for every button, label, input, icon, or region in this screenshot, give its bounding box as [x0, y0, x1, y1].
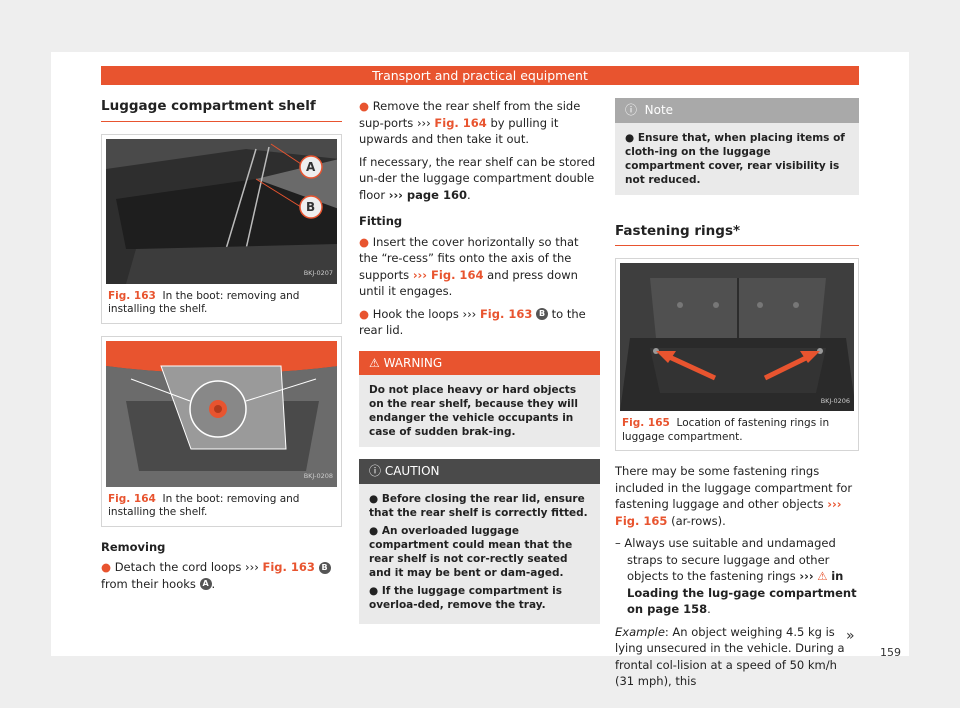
column-2: ● Remove the rear shelf from the side su…: [359, 98, 600, 624]
page-number: 159: [880, 646, 901, 659]
paragraph-text: If necessary, the rear shelf can be stor…: [359, 154, 596, 202]
storage-paragraph: If necessary, the rear shelf can be stor…: [359, 154, 600, 204]
step-text: by pulling it upwards and then take it o…: [359, 115, 559, 147]
figure-link[interactable]: ››› Fig. 164: [412, 267, 484, 282]
dash-item: – Always use suitable and undamaged stra…: [615, 535, 859, 618]
circle-label-b: B: [318, 561, 331, 574]
boot-shelf-photo: A B BKJ-0207: [106, 138, 337, 284]
note-body: ● Ensure that, when placing items of clo…: [615, 122, 859, 195]
warning-icon: ⚠: [369, 355, 380, 370]
bullet-icon: ●: [359, 234, 370, 249]
example-label: Example: [615, 624, 665, 639]
bullet-icon: ●: [359, 99, 370, 113]
figure-caption: Fig. 164 In the boot: removing and insta…: [106, 493, 337, 520]
caution-item: ● An overloaded luggage compartment coul…: [369, 524, 573, 579]
subheading-fitting: Fitting: [359, 214, 403, 228]
warning-box: ⚠ WARNING Do not place heavy or hard obj…: [359, 350, 600, 447]
warning-title: WARNING: [383, 355, 443, 370]
note-title: Note: [644, 103, 674, 117]
step-text: Detach the cord loops: [114, 560, 242, 574]
subheading-removing: Removing: [101, 539, 166, 554]
paragraph-text: There may be some fastening rings includ…: [615, 464, 853, 511]
arrow-marker: ›››: [245, 560, 259, 574]
page-link[interactable]: ››› page 160: [388, 187, 467, 202]
step-text: to the rear lid.: [359, 306, 586, 338]
step-text: from their hooks: [101, 576, 196, 591]
caption-text: In the boot: removing and installing the…: [108, 492, 300, 519]
arrow-marker: ›››: [416, 115, 431, 130]
arrow-marker: ›››: [462, 306, 477, 321]
figure-164: BKJ-0208 Fig. 164 In the boot: removing …: [101, 335, 342, 527]
image-code: BKJ-0206: [820, 396, 850, 405]
figure-link[interactable]: Fig. 164: [434, 115, 487, 130]
bullet-icon: ●: [101, 560, 112, 574]
caution-icon: ⓘ: [369, 464, 382, 478]
chapter-header: Transport and practical equipment: [101, 66, 859, 85]
shelf-detail-illustration: [106, 340, 337, 487]
fitting-step-1: ● Insert the cover horizontally so that …: [359, 234, 600, 300]
arrow-marker: ›››: [799, 569, 814, 583]
label-a: A: [306, 159, 316, 174]
caution-item: ● If the luggage compartment is overloa-…: [369, 584, 562, 611]
caution-title: CAUTION: [384, 464, 440, 478]
caution-header: ⓘ CAUTION: [359, 459, 600, 484]
caution-body: ● Before closing the rear lid, ensure th…: [359, 483, 600, 624]
paragraph-text: (ar-rows).: [671, 513, 726, 528]
figure-165: BKJ-0206 Fig. 165 Location of fastening …: [615, 258, 859, 451]
section-heading-shelf: Luggage compartment shelf: [101, 98, 342, 122]
example-paragraph: Example: An object weighing 4.5 kg is ly…: [615, 624, 859, 690]
step-text: Insert the cover horizontally so that th…: [359, 234, 579, 282]
note-header: ⓘ Note: [615, 98, 859, 123]
boot-shelf-illustration: [106, 138, 337, 284]
step-text: and press down until it engages.: [359, 267, 578, 299]
removing-step-2: ● Remove the rear shelf from the side su…: [359, 98, 600, 148]
boot-shelf-detail-photo: BKJ-0208: [106, 340, 337, 487]
step-text: Hook the loops: [372, 306, 459, 321]
fastening-paragraph: There may be some fastening rings includ…: [615, 463, 859, 529]
section-heading-fastening: Fastening rings*: [615, 223, 859, 246]
fastening-rings-photo: BKJ-0206: [620, 263, 854, 411]
fastening-rings-illustration: [620, 263, 854, 411]
note-icon: ⓘ: [625, 103, 638, 117]
fitting-step-2: ● Hook the loops ››› Fig. 163 B to the r…: [359, 306, 600, 339]
circle-label-a: A: [199, 578, 212, 590]
caution-item: ● Before closing the rear lid, ensure th…: [369, 492, 588, 519]
figure-number: Fig. 165: [622, 417, 670, 429]
removing-step: ● Detach the cord loops ››› Fig. 163 B f…: [101, 559, 342, 592]
label-b: B: [306, 199, 316, 214]
warning-icon: ⚠: [817, 569, 828, 583]
column-1: Luggage compartment shelf A B BKJ-0207 F…: [101, 98, 342, 598]
image-code: BKJ-0208: [303, 472, 333, 480]
continue-marker: »: [846, 628, 855, 644]
punctuation: .: [211, 576, 216, 591]
figure-number: Fig. 164: [108, 492, 156, 505]
figure-number: Fig. 163: [108, 289, 156, 302]
figure-caption: Fig. 163 In the boot: removing and insta…: [106, 290, 337, 317]
bullet-icon: ●: [359, 306, 370, 321]
warning-header: ⚠ WARNING: [359, 350, 600, 375]
caution-box: ⓘ CAUTION ● Before closing the rear lid,…: [359, 459, 600, 624]
circle-label-b: B: [536, 308, 549, 320]
punctuation: .: [707, 602, 711, 616]
step-text: Remove the rear shelf from the side sup-…: [359, 99, 581, 130]
paragraph-text: : An object weighing 4.5 kg is lying uns…: [615, 624, 845, 689]
caption-text: Location of fastening rings in luggage c…: [622, 417, 830, 443]
figure-link[interactable]: Fig. 163: [479, 306, 533, 321]
figure-caption: Fig. 165 Location of fastening rings in …: [620, 417, 854, 444]
paragraph-text: Always use suitable and undamaged straps…: [624, 536, 836, 583]
fastening-section: Fastening rings*: [615, 223, 859, 690]
column-3: ⓘ Note ● Ensure that, when placing items…: [615, 98, 859, 696]
figure-163: A B BKJ-0207 Fig. 163 In the boot: remov…: [101, 133, 342, 324]
image-code: BKJ-0207: [303, 269, 333, 277]
figure-link[interactable]: ››› Fig. 165: [615, 497, 842, 528]
punctuation: .: [466, 187, 471, 202]
note-box: ⓘ Note ● Ensure that, when placing items…: [615, 98, 859, 195]
dash-icon: –: [615, 536, 625, 550]
warning-text: Do not place heavy or hard objects on th…: [359, 375, 600, 447]
caption-text: In the boot: removing and installing the…: [108, 289, 300, 316]
page-link[interactable]: in Loading the lug-gage compartment on p…: [627, 569, 857, 616]
note-text: Ensure that, when placing items of cloth…: [625, 131, 845, 186]
figure-link[interactable]: Fig. 163: [262, 560, 315, 574]
